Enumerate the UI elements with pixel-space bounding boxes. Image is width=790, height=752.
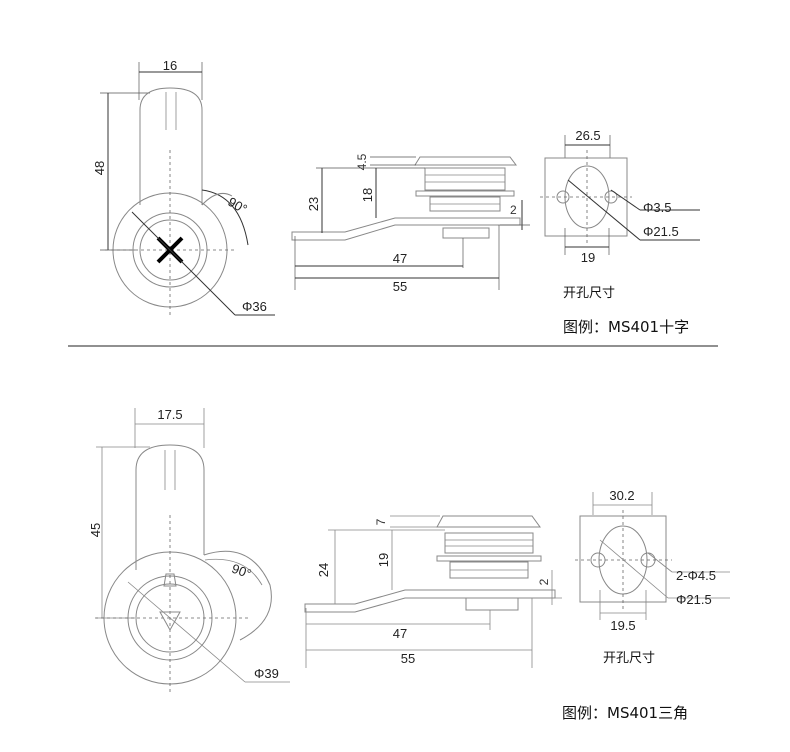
top-side-view: 4.5 23 18 2 47 55	[291, 153, 530, 294]
bottom-hole-width: 30.2	[609, 488, 634, 503]
top-side-gap: 2	[510, 203, 517, 217]
bottom-diameter-label: Φ39	[254, 666, 279, 681]
top-hole-label: 开孔尺寸	[563, 286, 615, 301]
top-hole-view: 26.5 Φ3.5 Φ21.5 19 开孔尺寸	[540, 128, 700, 301]
bottom-width-dim: 17.5	[157, 407, 182, 422]
bottom-hole-d1: 2-Φ4.5	[676, 568, 716, 583]
top-side-top: 4.5	[355, 153, 369, 170]
bottom-hole-d2: Φ21.5	[676, 592, 712, 607]
bottom-angle-label: 90°	[230, 561, 254, 582]
bottom-side-h1: 24	[316, 563, 331, 577]
bottom-front-view: 17.5 45 90° Φ39	[88, 407, 290, 695]
bottom-hole-bottom: 19.5	[610, 618, 635, 633]
top-front-view: 16 48 90° Φ36	[92, 58, 275, 316]
bottom-side-l2: 55	[401, 651, 415, 666]
bottom-side-h2: 19	[376, 553, 391, 567]
bottom-hole-label: 开孔尺寸	[603, 651, 655, 666]
bottom-caption: 图例：MS401三角	[562, 704, 688, 722]
top-side-l1: 47	[393, 251, 407, 266]
top-caption: 图例：MS401十字	[563, 318, 689, 336]
top-side-l2: 55	[393, 279, 407, 294]
top-hole-d2: Φ21.5	[643, 224, 679, 239]
top-side-h1: 23	[306, 197, 321, 211]
bottom-side-l1: 47	[393, 626, 407, 641]
bottom-side-gap: 2	[537, 578, 551, 585]
top-height-dim: 48	[92, 161, 107, 175]
bottom-side-view: 7 24 19 2 47 55	[304, 515, 562, 668]
bottom-height-dim: 45	[88, 523, 103, 537]
bottom-side-top: 7	[374, 518, 388, 525]
top-hole-width: 26.5	[575, 128, 600, 143]
top-side-h2: 18	[360, 188, 375, 202]
top-angle-label: 90°	[225, 194, 250, 217]
top-hole-bottom: 19	[581, 250, 595, 265]
bottom-hole-view: 30.2 2-Φ4.5 Φ21.5 19.5 开孔尺寸	[575, 488, 730, 666]
top-width-dim: 16	[163, 58, 177, 73]
top-hole-d1: Φ3.5	[643, 200, 671, 215]
top-diameter-label: Φ36	[242, 299, 267, 314]
